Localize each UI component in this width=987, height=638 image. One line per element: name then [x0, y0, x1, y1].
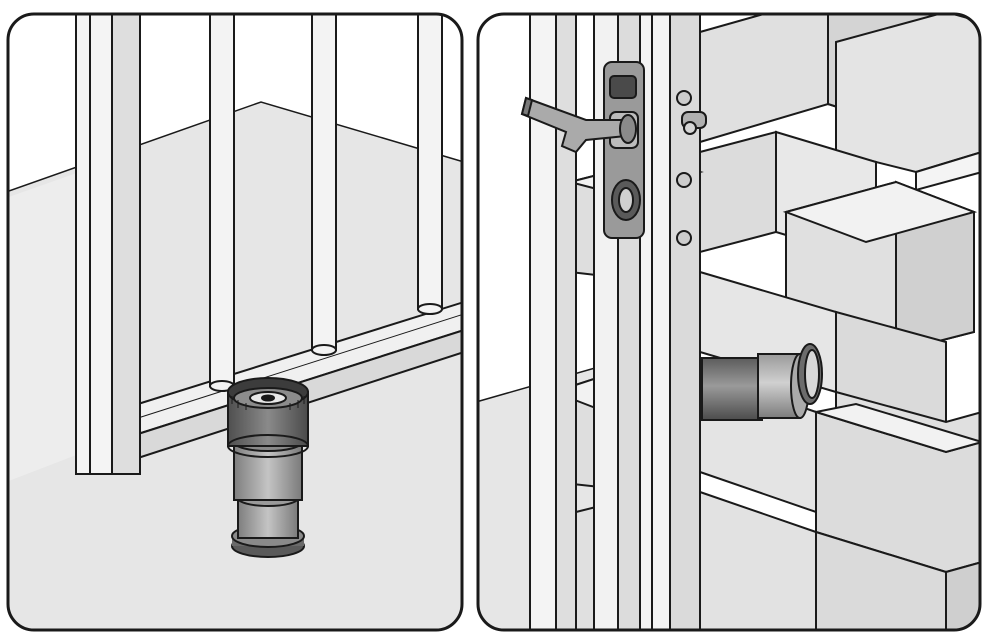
- panel-wall-stop: [476, 12, 982, 632]
- wall-stop: [701, 343, 823, 421]
- lock-case: [603, 61, 645, 239]
- latch-bolt: [681, 111, 707, 135]
- floor-stop: [227, 377, 309, 558]
- lever-handle: [520, 96, 637, 154]
- gate-bars: [209, 14, 443, 392]
- post-holes: [676, 90, 692, 246]
- wall-stop-drawing: [476, 12, 982, 632]
- floor-stop-drawing: [6, 12, 464, 632]
- gate-frame: [529, 14, 701, 630]
- cylinder-keyhole-icon: [618, 187, 634, 213]
- panel-floor-stop: [6, 12, 464, 632]
- gate-post: [75, 14, 141, 475]
- key-slot-icon: [261, 394, 275, 402]
- lock-badge-icon: [609, 75, 637, 99]
